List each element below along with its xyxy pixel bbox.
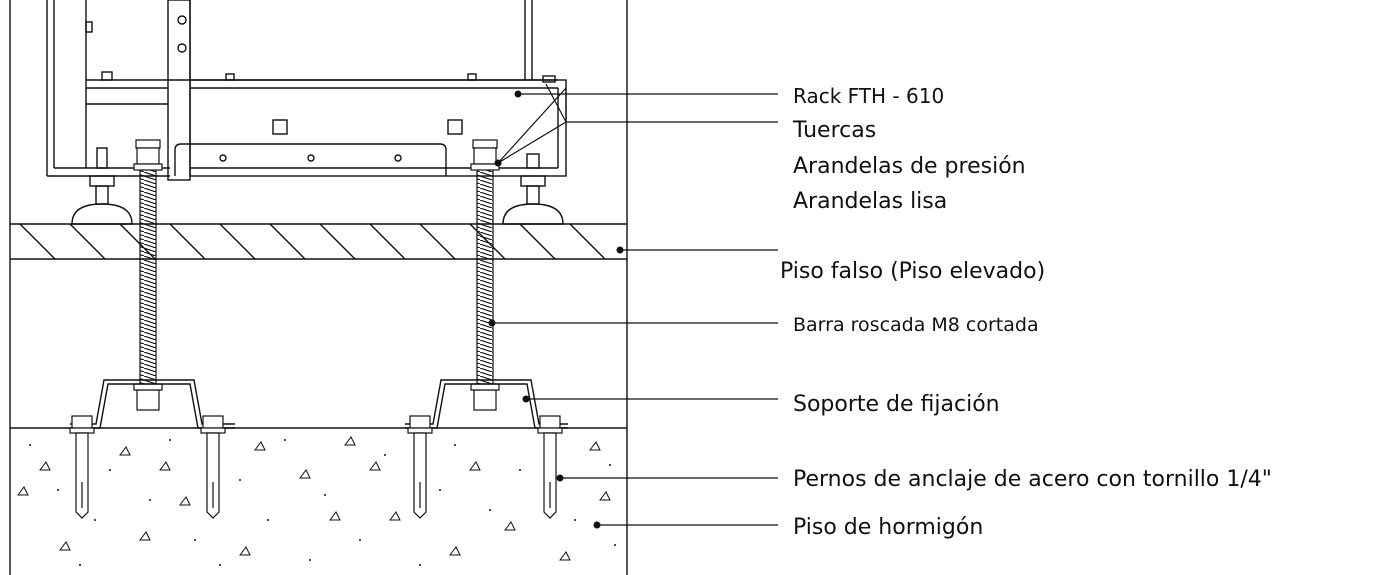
label-arandelas-lisa: Arandelas lisa <box>793 189 947 214</box>
drawing-frame <box>9 0 628 575</box>
leader-lines <box>492 83 778 526</box>
leveling-foot-right <box>502 153 564 225</box>
anchor-bolt-4 <box>537 415 563 519</box>
raised-floor <box>10 223 627 260</box>
label-soporte: Soporte de fijación <box>793 392 1000 417</box>
label-tuercas: Tuercas <box>792 118 876 143</box>
label-pernos: Pernos de anclaje de acero con tornillo … <box>793 467 1272 492</box>
threaded-rod-right <box>470 139 500 411</box>
concrete-floor <box>10 427 627 561</box>
anchor-bolt-1 <box>69 415 95 519</box>
label-rack: Rack FTH - 610 <box>793 84 944 108</box>
label-hormigon: Piso de hormigón <box>793 515 983 540</box>
leveling-foot-left <box>71 147 133 225</box>
label-piso-falso: Piso falso (Piso elevado) <box>780 259 1045 284</box>
label-arandelas-presion: Arandelas de presión <box>793 154 1026 179</box>
threaded-rod-left <box>133 139 163 411</box>
concrete-speckle <box>29 439 616 566</box>
rack-frame <box>46 0 567 181</box>
callout-labels: Rack FTH - 610 Tuercas Arandelas de pres… <box>780 84 1272 540</box>
anchor-bolt-3 <box>407 415 433 519</box>
leader-dots <box>488 90 624 529</box>
anchor-bolt-2 <box>200 415 226 519</box>
label-barra: Barra roscada M8 cortada <box>793 314 1039 336</box>
